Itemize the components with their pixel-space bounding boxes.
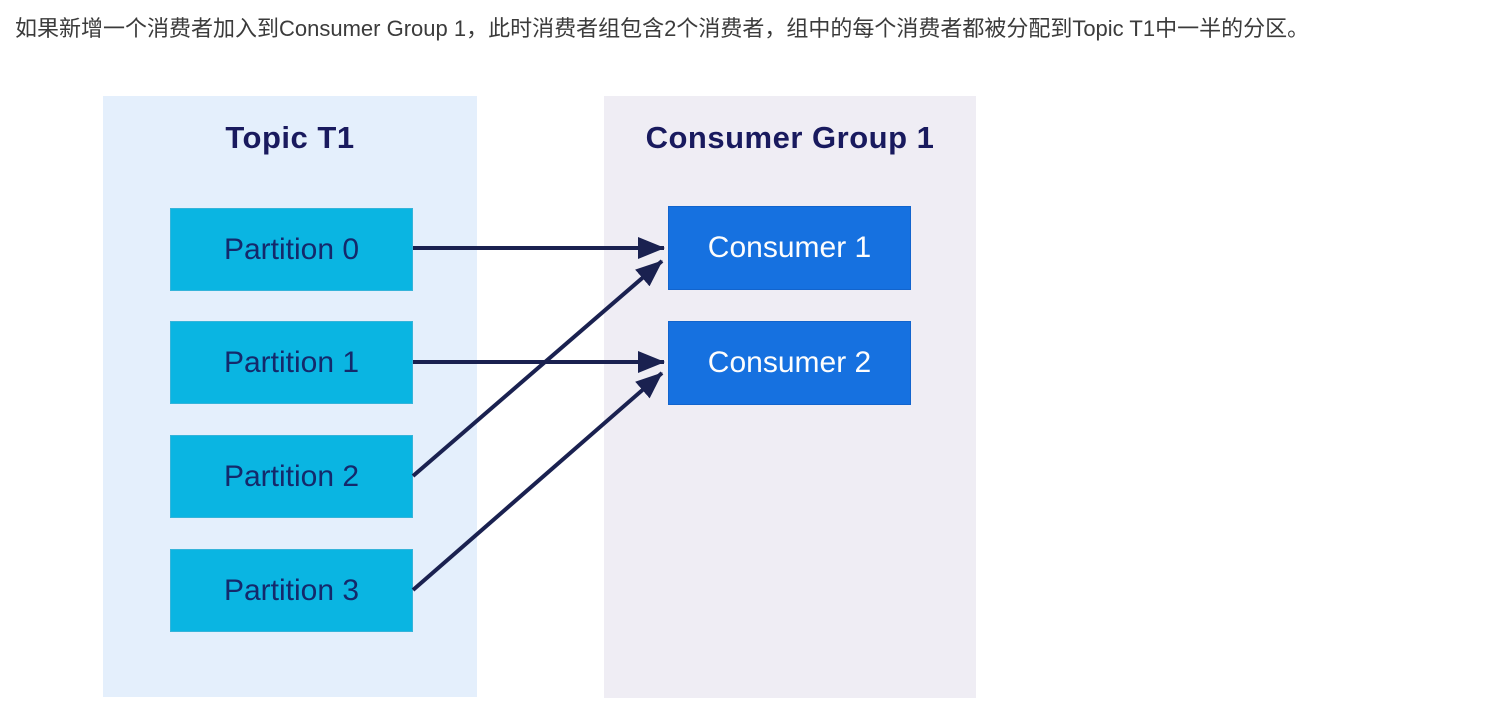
partition-1-box: Partition 1 — [170, 321, 413, 404]
partition-2-box: Partition 2 — [170, 435, 413, 518]
partition-3-box: Partition 3 — [170, 549, 413, 632]
topic-panel-title: Topic T1 — [225, 120, 355, 155]
consumer-1-label: Consumer 1 — [707, 231, 872, 264]
partition-0-box: Partition 0 — [170, 208, 413, 291]
consumer-2-box: Consumer 2 — [668, 321, 911, 405]
partition-0-label: Partition 0 — [223, 232, 360, 266]
partition-1-label: Partition 1 — [223, 345, 360, 379]
partition-2-label: Partition 2 — [223, 459, 360, 493]
consumer-group-panel: Consumer Group 1 — [604, 96, 976, 698]
consumer-group-panel-title: Consumer Group 1 — [645, 120, 935, 155]
consumer-1-box: Consumer 1 — [668, 206, 911, 290]
caption-text: 如果新增一个消费者加入到Consumer Group 1，此时消费者组包含2个消… — [15, 16, 1310, 41]
consumer-2-label: Consumer 2 — [707, 346, 872, 379]
partition-3-label: Partition 3 — [223, 573, 360, 607]
